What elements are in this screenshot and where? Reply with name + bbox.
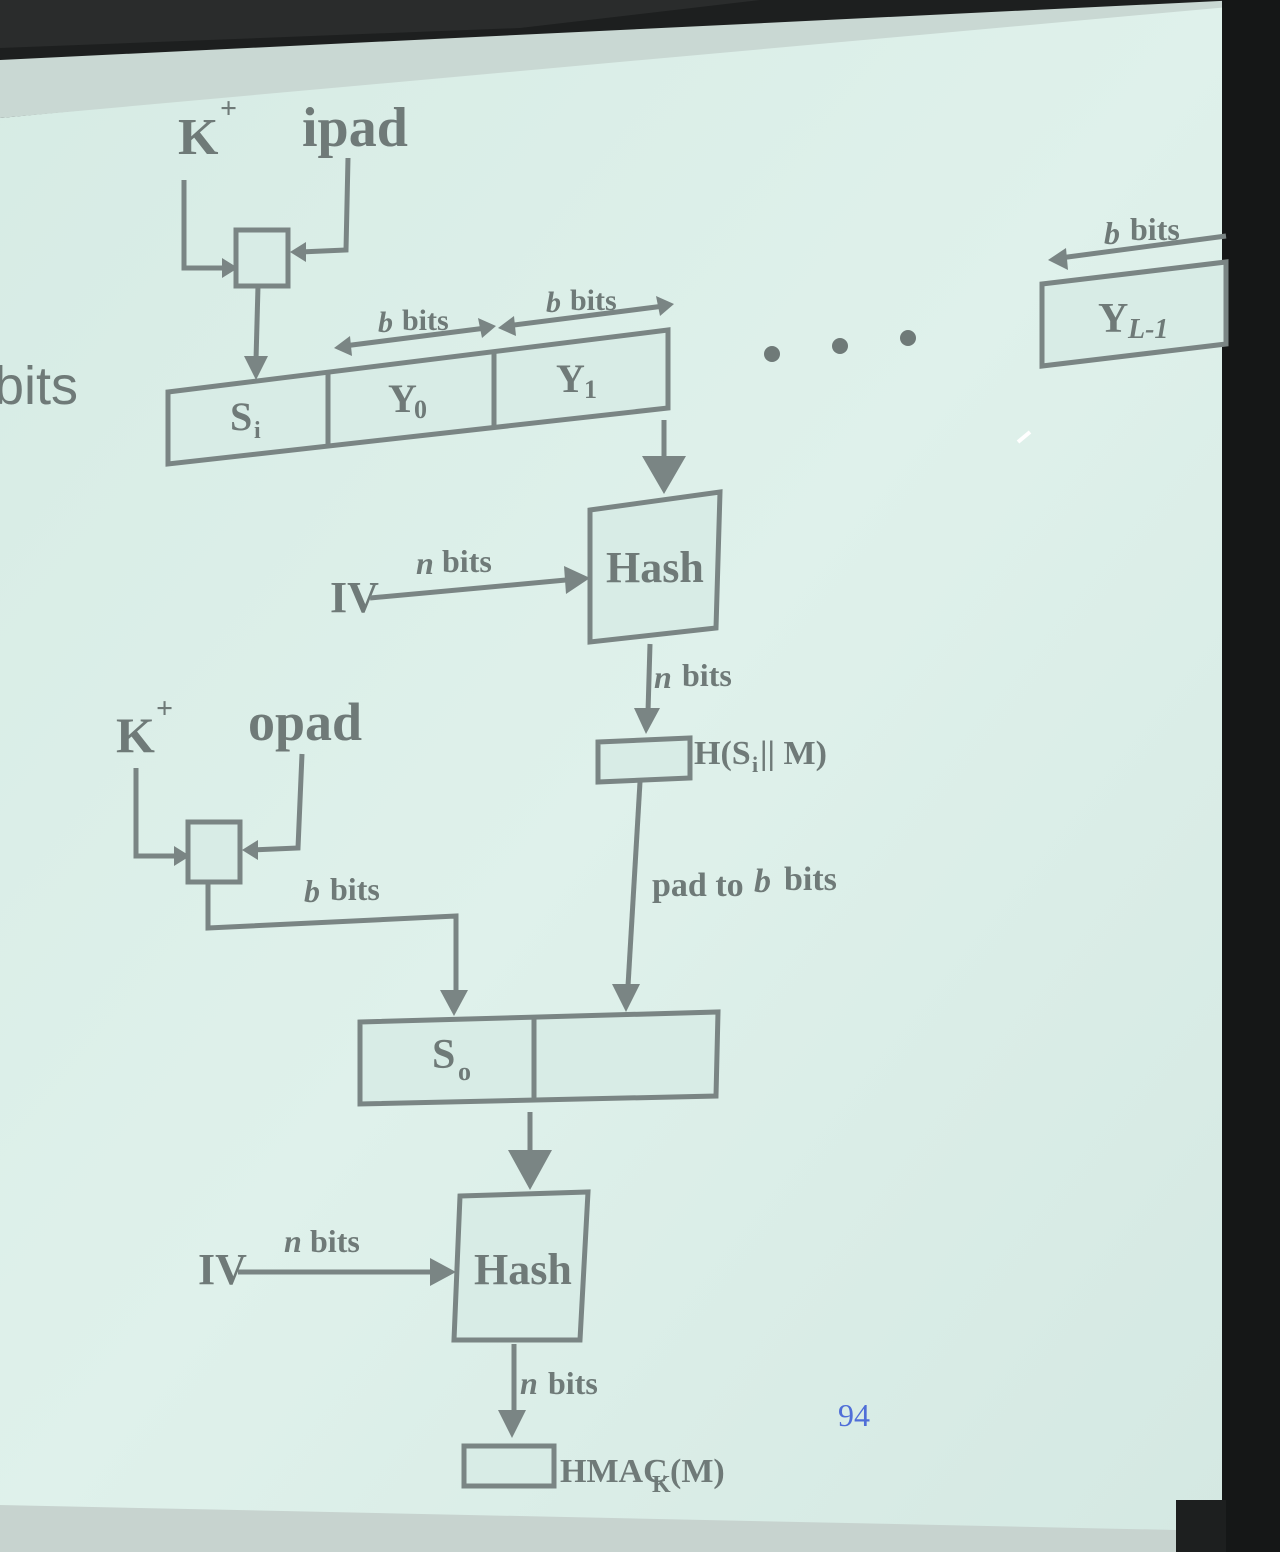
outer-message-row	[357, 1009, 721, 1107]
y1-subscript: 1	[584, 375, 597, 404]
pad-text-after: bits	[784, 861, 837, 898]
y1-bits-word: bits	[570, 284, 617, 317]
yl-block	[1039, 259, 1229, 369]
outer-key-superscript: +	[156, 692, 173, 725]
inner-hash-result-box	[595, 735, 693, 785]
pad-text-italic: b	[754, 863, 771, 900]
y0-bits-word: bits	[402, 304, 449, 337]
outer-hash-out-n-italic: n	[520, 1365, 538, 1401]
light-glint	[1016, 430, 1032, 444]
ellipsis-dots	[764, 330, 916, 362]
outer-xor-route-arrowhead	[440, 990, 468, 1016]
outer-iv-n-italic: n	[284, 1223, 302, 1259]
outer-iv-arrowhead	[430, 1258, 456, 1286]
si-subscript: i	[254, 418, 261, 444]
inner-hash-result-suffix: || M)	[760, 735, 827, 772]
so-subscript: o	[458, 1057, 471, 1086]
outer-b-italic: b	[304, 873, 320, 909]
to-outer-hash-arrowhead	[508, 1150, 552, 1190]
inner-hash-out-n-italic: n	[654, 659, 672, 695]
outer-pad-arrowhead	[242, 840, 258, 860]
pad-arrowhead	[612, 984, 640, 1012]
bottom-right-frame	[1176, 1500, 1226, 1552]
inner-iv-line	[369, 577, 567, 601]
to-inner-hash-arrowhead	[642, 456, 686, 494]
hmac-suffix: (M)	[670, 1453, 725, 1490]
outer-bits-word: bits	[330, 871, 380, 907]
y1-width-left-arrowhead	[498, 316, 516, 336]
outer-pad-label: opad	[248, 692, 362, 752]
inner-message-row	[165, 327, 671, 467]
inner-xor-down-line	[253, 285, 261, 361]
inner-hash-box	[587, 489, 723, 645]
inner-hash-label: Hash	[606, 543, 704, 592]
inner-iv-arrowhead	[564, 566, 590, 594]
y0-width-right-arrowhead	[478, 318, 496, 338]
inner-xor-down-arrowhead	[244, 356, 268, 380]
y1-width-right-arrowhead	[656, 296, 674, 316]
yl-width-line	[1059, 233, 1227, 261]
y0-width-left-arrowhead	[334, 336, 352, 356]
hmac-result-box	[461, 1443, 557, 1489]
inner-iv-n-italic: n	[416, 545, 434, 581]
inner-pad-label: ipad	[302, 97, 408, 159]
inner-hash-out-line	[645, 643, 653, 713]
outer-xor-route-line	[205, 882, 459, 994]
outer-pad-line	[251, 753, 305, 853]
outer-key-label: K	[116, 707, 155, 763]
outer-iv-bits-word: bits	[310, 1223, 360, 1259]
yl-subscript: L-1	[1127, 314, 1168, 345]
y1-width-line	[505, 303, 665, 329]
top-frame-shadow	[0, 0, 760, 48]
y0-label: Y	[388, 376, 417, 421]
inner-key-superscript: +	[220, 92, 237, 125]
y1-b-italic: b	[546, 286, 561, 319]
right-frame	[1222, 0, 1280, 1552]
si-label: S	[230, 394, 252, 439]
inner-hash-out-bits-word: bits	[682, 657, 732, 693]
pad-line	[625, 781, 643, 987]
inner-hash-out-arrowhead	[634, 708, 660, 734]
left-edge-bits-text: bits	[0, 356, 78, 416]
screen-bottom-edge	[0, 1505, 1176, 1552]
inner-hash-result-subscript: i	[752, 752, 758, 777]
inner-xor-box	[233, 227, 291, 289]
inner-pad-line	[299, 157, 351, 255]
yl-bits-word: bits	[1130, 211, 1180, 247]
inner-pad-arrowhead	[290, 242, 306, 262]
outer-hash-out-bits-word: bits	[548, 1365, 598, 1401]
outer-xor-box	[185, 819, 243, 885]
inner-key-arrowhead	[222, 258, 238, 278]
hmac-subscript: K	[652, 1472, 671, 1498]
outer-key-line	[133, 768, 180, 859]
y0-width-line	[343, 325, 487, 349]
outer-hash-box	[451, 1189, 591, 1343]
y0-b-italic: b	[378, 306, 393, 339]
inner-hash-result-prefix: H(S	[694, 735, 751, 772]
yl-label: Y	[1098, 296, 1128, 342]
outer-key-arrowhead	[174, 846, 190, 866]
screen-top-border	[0, 0, 1240, 118]
inner-key-line	[181, 180, 230, 271]
yl-b-italic: b	[1104, 215, 1120, 251]
page-number: 94	[838, 1397, 870, 1433]
inner-key-label: K	[178, 109, 219, 166]
yl-width-arrowhead	[1048, 248, 1068, 270]
outer-hash-out-arrowhead	[498, 1410, 526, 1438]
outer-hash-label: Hash	[474, 1245, 572, 1294]
hmac-prefix: HMAC	[560, 1453, 668, 1490]
pad-text-before: pad to	[652, 867, 744, 904]
y1-label: Y	[556, 356, 585, 401]
so-label: S	[432, 1032, 455, 1078]
y0-subscript: 0	[414, 395, 427, 424]
inner-iv-bits-word: bits	[442, 543, 492, 579]
